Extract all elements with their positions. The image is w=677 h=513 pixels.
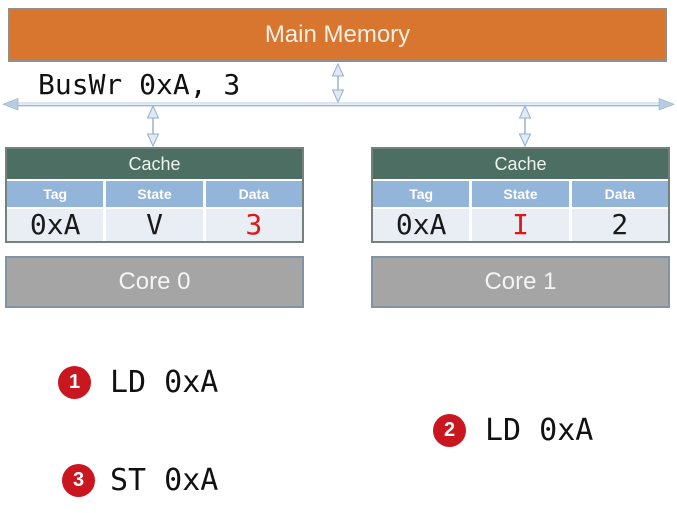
cache0-data-row: 0xA V 3 [7,209,302,241]
main-memory-box: Main Memory [8,8,667,62]
cache1-title: Cache [373,149,668,179]
cache0-col-data: Data [205,181,302,207]
cache1-data-value: 2 [571,209,668,241]
cache1-bus-connector [518,104,532,148]
event3-operation-label: ST 0xA [110,463,219,498]
main-memory-label: Main Memory [264,21,411,48]
core1-label: Core 1 [484,268,557,295]
event1-number-badge: 1 [58,366,91,399]
cache1-col-tag: Tag [373,181,470,207]
cache0-col-state: State [106,181,203,207]
bus-transaction-label: BusWr 0xA, 3 [38,68,241,101]
cache0-state-value: V [106,209,203,241]
cache0-data-value: 3 [205,209,302,241]
cache0-bus-connector [146,104,160,148]
cache1-data-row: 0xA I 2 [373,209,668,241]
cache0-title: Cache [7,149,302,179]
cache1-state-value: I [472,209,569,241]
core0-box: Core 0 [5,256,304,308]
core0-label: Core 0 [118,268,191,295]
event2-number-badge: 2 [433,414,466,447]
cache1-col-state: State [472,181,569,207]
cache1-column-headers: Tag State Data [373,181,668,207]
cache0-table: Cache Tag State Data 0xA V 3 [5,147,304,243]
core1-box: Core 1 [371,256,670,308]
cache1-col-data: Data [571,181,668,207]
memory-bus-connector [331,62,345,104]
event1-operation-label: LD 0xA [110,365,219,400]
cache0-col-tag: Tag [7,181,104,207]
event2-operation-label: LD 0xA [485,413,594,448]
event3-number-badge: 3 [62,464,95,497]
cache1-tag-value: 0xA [373,209,470,241]
cache0-tag-value: 0xA [7,209,104,241]
cache0-column-headers: Tag State Data [7,181,302,207]
cache1-table: Cache Tag State Data 0xA I 2 [371,147,670,243]
